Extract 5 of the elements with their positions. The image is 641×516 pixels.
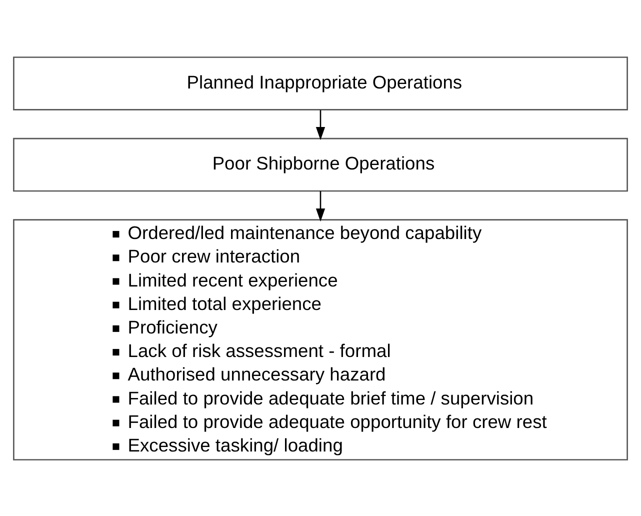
node-box: Ordered/led maintenance beyond capability Poor crew interaction Limited recent experience Limited total experience Proficiency Lack of risk assessment - formal Authorised unnecessary hazard Failed to provide adequate brief time / supervision Failed to provide adequate opportunity for crew rest Excessive tasking/ loading [13, 218, 628, 460]
node-box: Planned Inappropriate Operations [13, 56, 628, 110]
node-box: Poor Shipborne Operations [13, 137, 628, 192]
arrow [316, 190, 326, 222]
arrow [316, 110, 326, 140]
